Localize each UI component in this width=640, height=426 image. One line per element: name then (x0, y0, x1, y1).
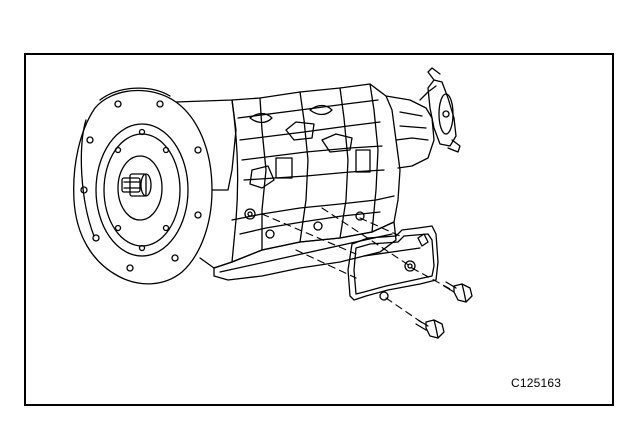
bell-housing (73, 87, 213, 285)
output-flange (427, 67, 461, 153)
figure-id-label: C125163 (511, 376, 562, 390)
bolt-upper (443, 281, 473, 303)
bolt-lower (415, 319, 445, 339)
oil-pan (213, 221, 397, 281)
mounting-bracket (347, 225, 439, 301)
input-shaft (121, 173, 152, 197)
torque-converter (95, 123, 189, 257)
extension-housing (385, 85, 437, 169)
transmission-case (175, 83, 401, 269)
assembly-guide-lines (261, 207, 453, 325)
